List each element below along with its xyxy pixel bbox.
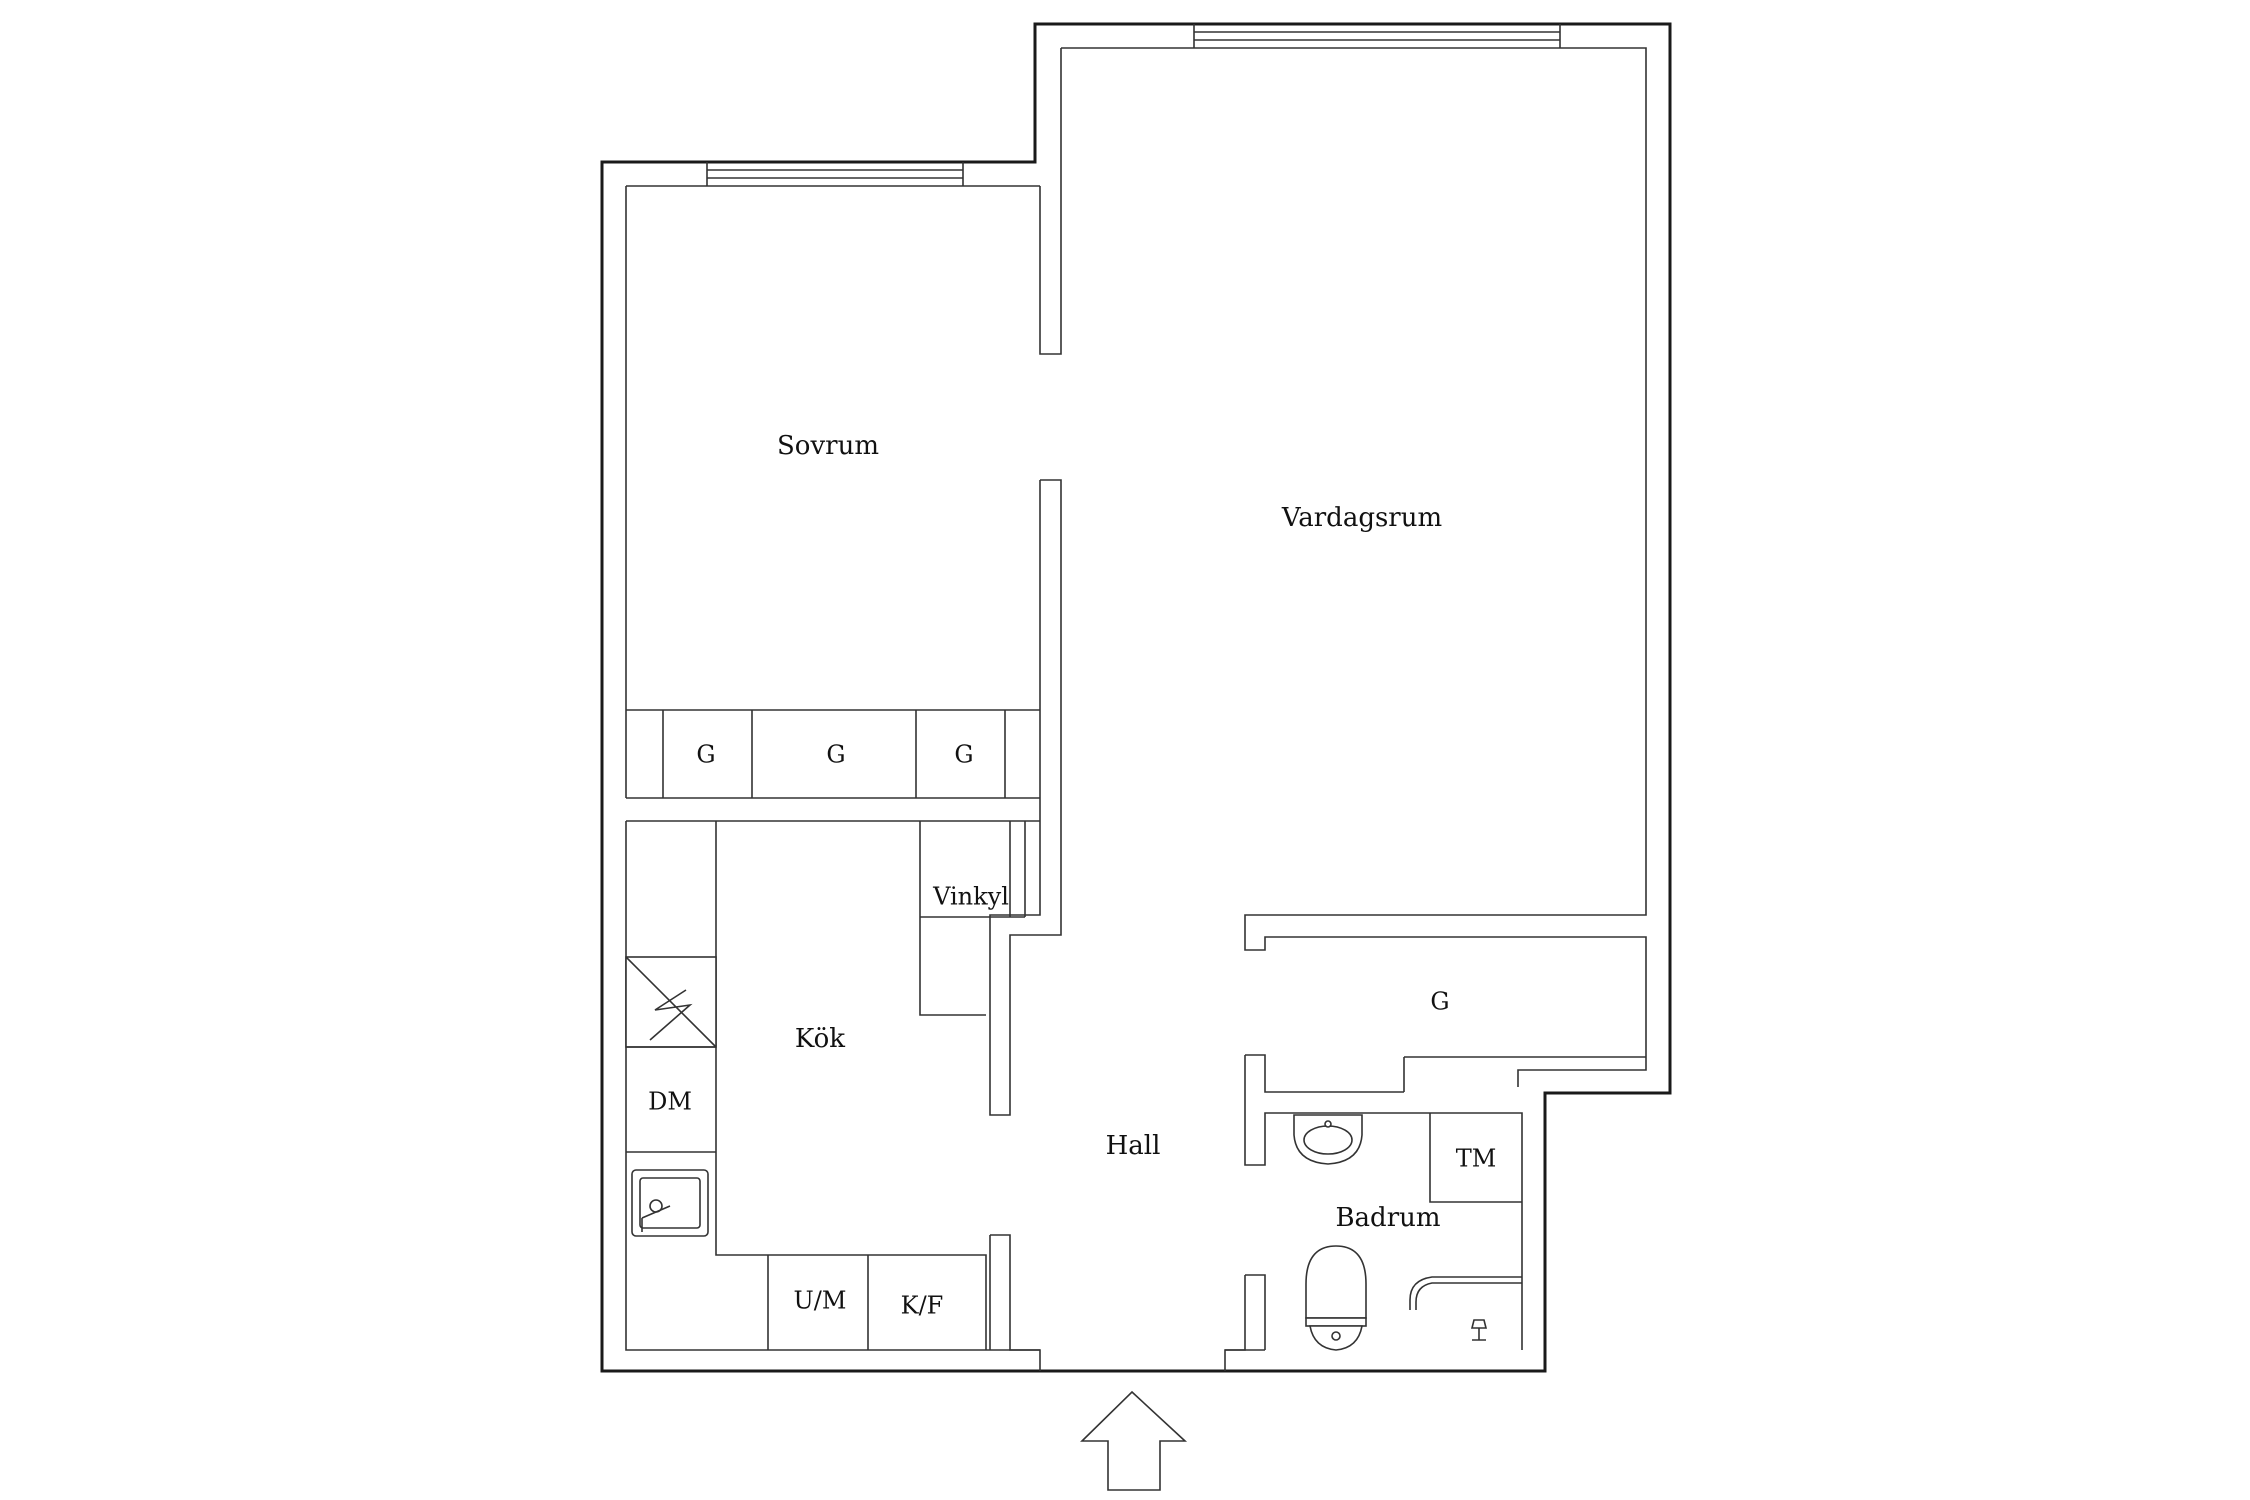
room-label-badrum: Badrum xyxy=(1335,1203,1440,1233)
washing-machine-label: TM xyxy=(1456,1145,1497,1173)
room-labels: Sovrum Vardagsrum Kök Hall Badrum xyxy=(777,431,1442,1233)
interior-walls xyxy=(626,48,1646,1351)
room-label-hall: Hall xyxy=(1106,1131,1161,1161)
sovrum-wardrobes: G G G xyxy=(662,710,1006,798)
windows xyxy=(706,24,1561,186)
wardrobe-label: G xyxy=(1430,988,1449,1016)
oven-microwave-label: U/M xyxy=(794,1287,847,1315)
entrance-arrow-icon xyxy=(1080,1390,1188,1491)
toilet-icon xyxy=(1305,1245,1367,1351)
vinkyl-label: Vinkyl xyxy=(932,883,1009,911)
kitchen-fixtures: Vinkyl DM U/M K/F xyxy=(625,821,1026,1350)
wardrobe-label: G xyxy=(696,741,715,769)
wardrobe-label: G xyxy=(826,741,845,769)
stove-icon xyxy=(625,956,717,1048)
wash-basin-icon xyxy=(1293,1114,1363,1165)
bathroom-fixtures: TM xyxy=(1293,1113,1522,1351)
fridge-freezer-label: K/F xyxy=(901,1292,944,1320)
shower-icon xyxy=(1409,1276,1522,1341)
wardrobe-label: G xyxy=(954,741,973,769)
room-label-vardagsrum: Vardagsrum xyxy=(1281,503,1442,533)
room-label-sovrum: Sovrum xyxy=(777,431,879,461)
dishwasher-label: DM xyxy=(648,1088,692,1116)
kitchen-sink-icon xyxy=(631,1169,709,1237)
room-label-kok: Kök xyxy=(795,1024,845,1054)
outer-walls xyxy=(600,22,1672,1373)
